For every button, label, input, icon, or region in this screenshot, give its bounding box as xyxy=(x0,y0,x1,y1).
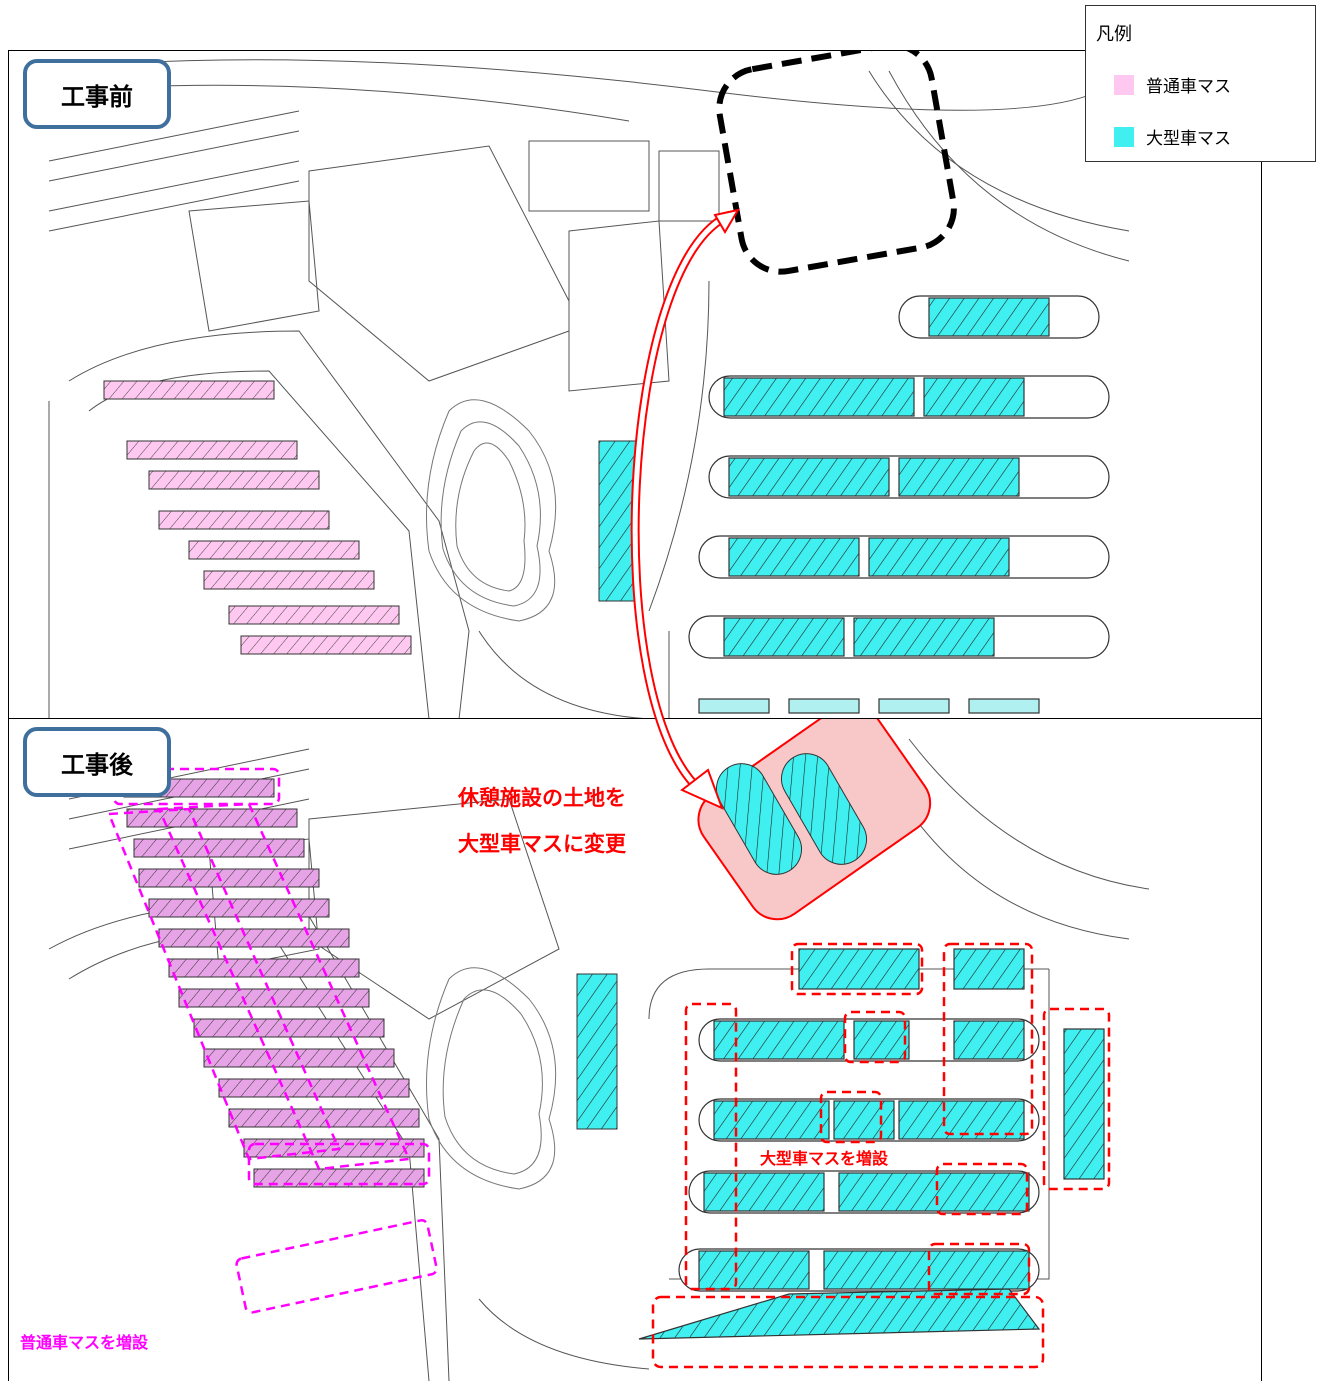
after-title-badge: 工事後 xyxy=(23,727,171,797)
regular-added-label: 普通車マスを増設 xyxy=(20,1333,149,1352)
before-large-stall-vertical xyxy=(598,440,638,602)
legend-item-large: 大型車マス xyxy=(1114,124,1231,149)
after-large-stall-vertical xyxy=(576,973,618,1130)
legend-item-regular: 普通車マス xyxy=(1114,72,1231,97)
large-added-label: 大型車マスを増設 xyxy=(760,1149,889,1168)
regular-added-areas xyxy=(107,767,438,1314)
legend-title: 凡例 xyxy=(1096,24,1132,45)
after-map xyxy=(48,719,1150,1381)
after-panel: 工事後 xyxy=(8,718,1262,1381)
before-regular-stalls xyxy=(103,380,412,655)
before-panel: 工事前 xyxy=(8,50,1262,720)
large-swatch xyxy=(1114,126,1134,147)
note-line1: 休憩施設の土地を xyxy=(458,786,626,810)
large-added-areas xyxy=(651,942,1111,1369)
before-map xyxy=(28,51,1130,719)
converted-rest-area xyxy=(697,719,932,921)
legend-label-regular: 普通車マス xyxy=(1146,77,1231,97)
before-title-badge: 工事前 xyxy=(23,59,171,129)
before-rest-facility-area xyxy=(716,51,957,275)
after-regular-stalls xyxy=(123,778,425,1188)
regular-swatch xyxy=(1114,74,1134,95)
legend: 凡例 普通車マス 大型車マス xyxy=(1085,5,1316,162)
legend-label-large: 大型車マス xyxy=(1146,129,1231,149)
note-line2: 大型車マスに変更 xyxy=(458,832,626,856)
